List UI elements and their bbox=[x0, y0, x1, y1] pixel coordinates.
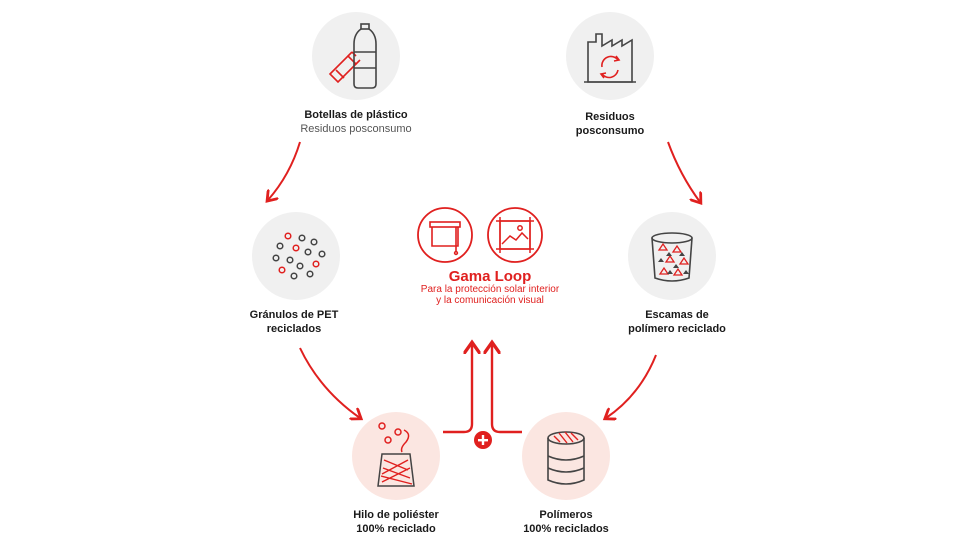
center-subtitle-line1: Para la protección solar interior bbox=[420, 284, 560, 295]
yarn-title-line2: 100% reciclado bbox=[356, 523, 436, 535]
yarn-title-line1: Hilo de poliéster bbox=[353, 509, 439, 521]
bottles-subtitle: Residuos posconsumo bbox=[300, 123, 412, 135]
pet-pellets-icon bbox=[272, 232, 326, 280]
yarn-spool-icon bbox=[377, 422, 415, 487]
framed-image-icon bbox=[487, 207, 543, 263]
arrow-polymers-to-center bbox=[492, 344, 522, 434]
flakes-title-line2: polímero reciclado bbox=[628, 323, 726, 335]
arrow-waste-to-flakes bbox=[667, 141, 700, 202]
label-pellets: Gránulos de PET reciclados bbox=[214, 308, 374, 336]
node-polymers bbox=[522, 412, 610, 500]
label-bottles: Botellas de plástico Residuos posconsumo bbox=[270, 108, 442, 136]
node-yarn bbox=[352, 412, 440, 500]
polymers-title-line1: Polímeros bbox=[539, 509, 593, 521]
center-subtitle-line2: y la comunicación visual bbox=[436, 295, 544, 306]
plastic-bottles-icon bbox=[328, 23, 377, 89]
pellets-title-line2: reciclados bbox=[266, 323, 322, 335]
pellets-title-line1: Gránulos de PET bbox=[249, 309, 339, 321]
node-flakes bbox=[628, 212, 716, 300]
label-waste: Residuos posconsumo bbox=[530, 110, 690, 138]
factory-recycle-icon bbox=[584, 33, 636, 83]
polymers-title-line2: 100% reciclados bbox=[523, 523, 609, 535]
arrow-yarn-to-center bbox=[443, 344, 472, 434]
center-subtitle: Para la protección solar interior y la c… bbox=[380, 284, 600, 306]
polymer-barrel-icon bbox=[547, 431, 585, 485]
flakes-title-line1: Escamas de bbox=[645, 309, 709, 321]
arrow-flakes-to-polymers bbox=[606, 354, 657, 418]
polymer-flakes-icon bbox=[651, 232, 693, 282]
label-polymers: Polímeros 100% reciclados bbox=[486, 508, 646, 536]
arrow-pellets-to-yarn bbox=[299, 347, 360, 418]
node-bottles bbox=[312, 12, 400, 100]
node-waste bbox=[566, 12, 654, 100]
bottles-title: Botellas de plástico bbox=[304, 109, 408, 121]
label-flakes: Escamas de polímero reciclado bbox=[592, 308, 762, 336]
arrow-bottles-to-pellets bbox=[268, 141, 301, 200]
node-pellets bbox=[252, 212, 340, 300]
roller-blind-icon bbox=[417, 207, 473, 263]
waste-title-line1: Residuos bbox=[585, 111, 635, 123]
center-title: Gama Loop bbox=[448, 268, 532, 285]
waste-title-line2: posconsumo bbox=[575, 125, 645, 137]
label-yarn: Hilo de poliéster 100% reciclado bbox=[316, 508, 476, 536]
